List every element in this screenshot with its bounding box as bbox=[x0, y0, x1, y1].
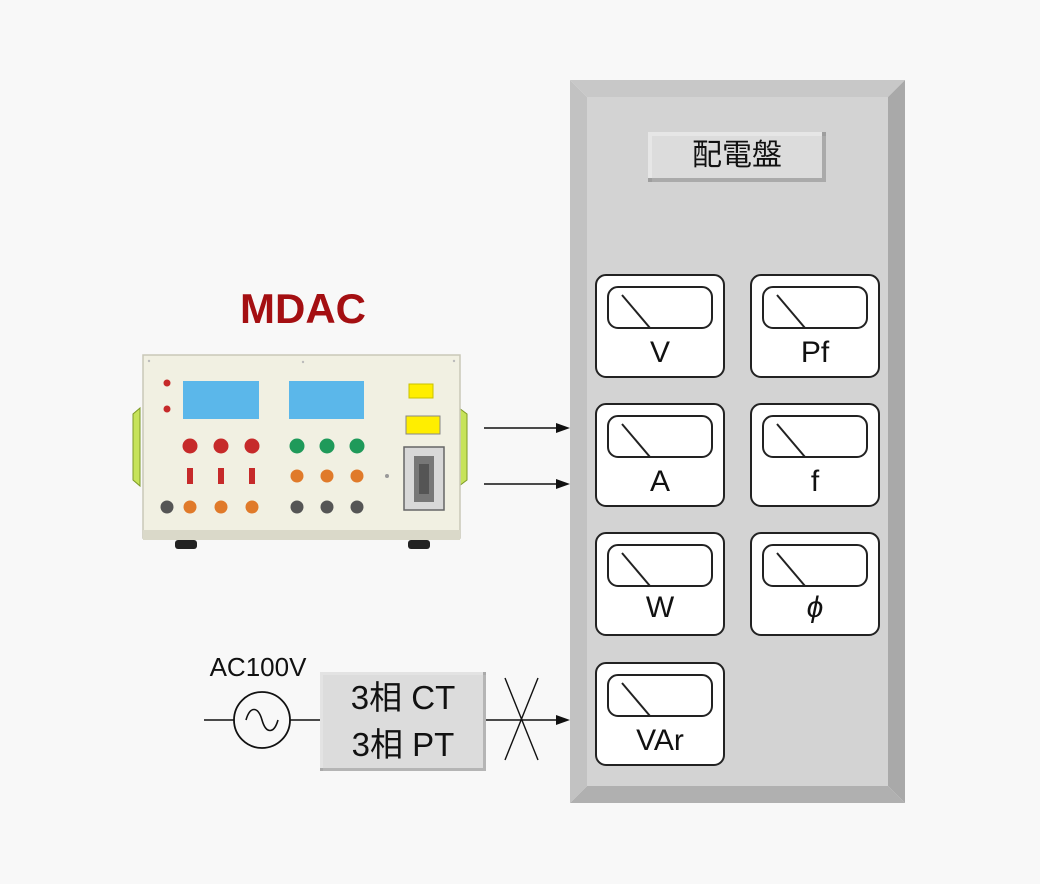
meter-label: W bbox=[646, 591, 675, 624]
panel-title-plate: 配電盤 bbox=[648, 132, 826, 182]
meter-current: A bbox=[595, 403, 725, 507]
transformer-box: 3相 CT 3相 PT bbox=[320, 672, 486, 771]
meter-needle bbox=[621, 682, 651, 717]
meter-voltage: V bbox=[595, 274, 725, 378]
ac-source-symbol bbox=[204, 691, 320, 749]
mdac-device-image bbox=[132, 354, 468, 549]
meter-label: Pf bbox=[801, 336, 830, 369]
meter-power-factor: Pf bbox=[750, 274, 880, 378]
meter-needle bbox=[776, 294, 806, 329]
transformer-label-ct: 3相 CT bbox=[351, 679, 456, 716]
distribution-panel: 配電盤 V Pf A f bbox=[570, 80, 905, 803]
meter-reactive-power: VAr bbox=[595, 662, 725, 766]
meter-needle bbox=[621, 552, 651, 587]
meter-frequency: f bbox=[750, 403, 880, 507]
meter-needle bbox=[776, 552, 806, 587]
transformer-label-pt: 3相 PT bbox=[352, 726, 455, 763]
meter-label: V bbox=[650, 336, 670, 369]
signal-arrow bbox=[486, 715, 570, 725]
meter-wattage: W bbox=[595, 532, 725, 636]
meter-needle bbox=[621, 294, 651, 329]
panel-title: 配電盤 bbox=[692, 139, 782, 172]
meter-needle bbox=[621, 423, 651, 458]
ac-source-label: AC100V bbox=[210, 652, 307, 682]
signal-arrow bbox=[484, 479, 570, 489]
display-screen bbox=[289, 381, 364, 419]
device-title: MDAC bbox=[240, 285, 366, 332]
meter-label: ϕ bbox=[807, 591, 824, 624]
meter-phase-angle: ϕ bbox=[750, 532, 880, 636]
multi-line-cross-mark bbox=[504, 677, 539, 761]
signal-arrow bbox=[484, 423, 570, 433]
meter-label: f bbox=[811, 465, 820, 498]
meter-label: A bbox=[650, 465, 670, 498]
meter-needle bbox=[776, 423, 806, 458]
display-screen bbox=[183, 381, 259, 419]
meter-label: VAr bbox=[636, 724, 684, 757]
